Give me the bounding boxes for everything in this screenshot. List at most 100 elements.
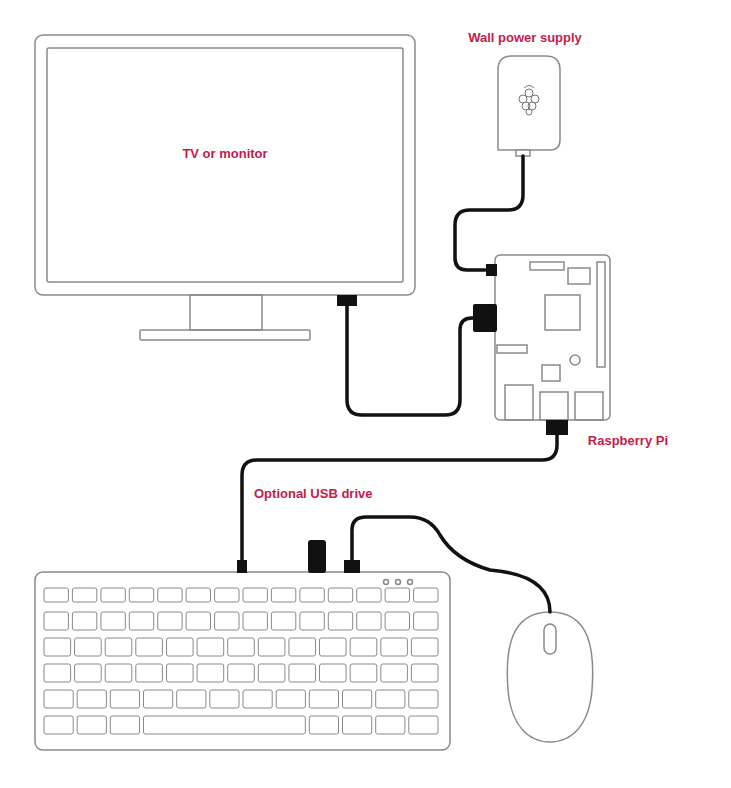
keyboard-led	[396, 580, 401, 585]
key	[215, 612, 239, 630]
key	[411, 638, 438, 656]
key	[343, 690, 372, 708]
pi-board	[495, 255, 610, 420]
key	[44, 638, 71, 656]
key	[409, 690, 438, 708]
key	[381, 638, 408, 656]
key	[328, 588, 352, 602]
key	[197, 638, 224, 656]
key	[186, 588, 210, 602]
soc-chip	[545, 295, 580, 330]
usb-plug	[237, 560, 247, 573]
mouse-cable	[352, 517, 550, 612]
key	[258, 664, 285, 682]
key	[210, 690, 239, 708]
usb-drive	[308, 540, 326, 573]
key	[376, 716, 405, 734]
key	[44, 588, 68, 602]
key	[101, 612, 125, 630]
usb-drive-node: Optional USB drive	[252, 486, 392, 573]
key	[101, 588, 125, 602]
key	[144, 690, 173, 708]
key	[228, 664, 255, 682]
key	[243, 588, 267, 602]
key	[414, 588, 438, 602]
key	[110, 716, 139, 734]
key	[129, 612, 153, 630]
key	[276, 690, 305, 708]
usb-plug	[344, 560, 360, 573]
key	[72, 588, 96, 602]
usb-plug	[546, 420, 568, 435]
power-supply-body	[498, 56, 560, 150]
usb-port	[575, 392, 603, 420]
key	[350, 638, 377, 656]
node-label: Raspberry Pi	[586, 433, 670, 448]
key	[177, 690, 206, 708]
key	[411, 664, 438, 682]
key	[258, 638, 285, 656]
key	[243, 612, 267, 630]
key	[300, 588, 324, 602]
monitor-neck	[190, 295, 262, 330]
monitor-base	[140, 330, 310, 340]
pi-connector	[530, 262, 564, 270]
key	[350, 664, 377, 682]
key	[136, 638, 163, 656]
key	[228, 638, 255, 656]
key	[385, 612, 409, 630]
key	[320, 664, 347, 682]
key	[44, 690, 73, 708]
cable	[347, 305, 473, 415]
key	[44, 664, 71, 682]
power-supply-node: Wall power supply	[455, 30, 595, 156]
key	[197, 664, 224, 682]
key	[243, 690, 272, 708]
key	[105, 638, 132, 656]
ethernet-port	[505, 385, 533, 420]
node-label: Wall power supply	[466, 30, 584, 45]
key	[77, 716, 106, 734]
key	[75, 638, 102, 656]
key	[357, 588, 381, 602]
mouse-wheel	[544, 624, 556, 654]
pi-chip	[542, 365, 560, 381]
key	[72, 612, 96, 630]
mouse	[507, 612, 592, 742]
key	[409, 716, 438, 734]
key	[136, 664, 163, 682]
key	[320, 638, 347, 656]
key	[357, 612, 381, 630]
monitor-node: TV or monitor	[35, 35, 415, 295]
key	[167, 664, 194, 682]
hdmi-plug	[473, 304, 497, 332]
node-label: TV or monitor	[180, 146, 269, 161]
usb-port	[540, 392, 568, 420]
key	[75, 664, 102, 682]
key	[289, 664, 316, 682]
power-plug	[486, 264, 497, 276]
key	[309, 716, 338, 734]
raspberry-logo	[519, 86, 539, 116]
pi-chip	[568, 268, 590, 284]
key	[144, 716, 306, 734]
pi-connector	[497, 345, 527, 353]
cable	[455, 156, 523, 270]
key	[309, 690, 338, 708]
monitor-frame	[35, 35, 415, 295]
key	[271, 588, 295, 602]
key	[158, 588, 182, 602]
key	[381, 664, 408, 682]
key	[215, 588, 239, 602]
key	[186, 612, 210, 630]
key	[167, 638, 194, 656]
key	[77, 690, 106, 708]
key	[44, 612, 68, 630]
key	[385, 588, 409, 602]
key	[343, 716, 372, 734]
raspberry-pi-node: Raspberry Pi	[495, 255, 670, 448]
key	[414, 612, 438, 630]
key	[271, 612, 295, 630]
monitor-screen	[47, 48, 403, 282]
